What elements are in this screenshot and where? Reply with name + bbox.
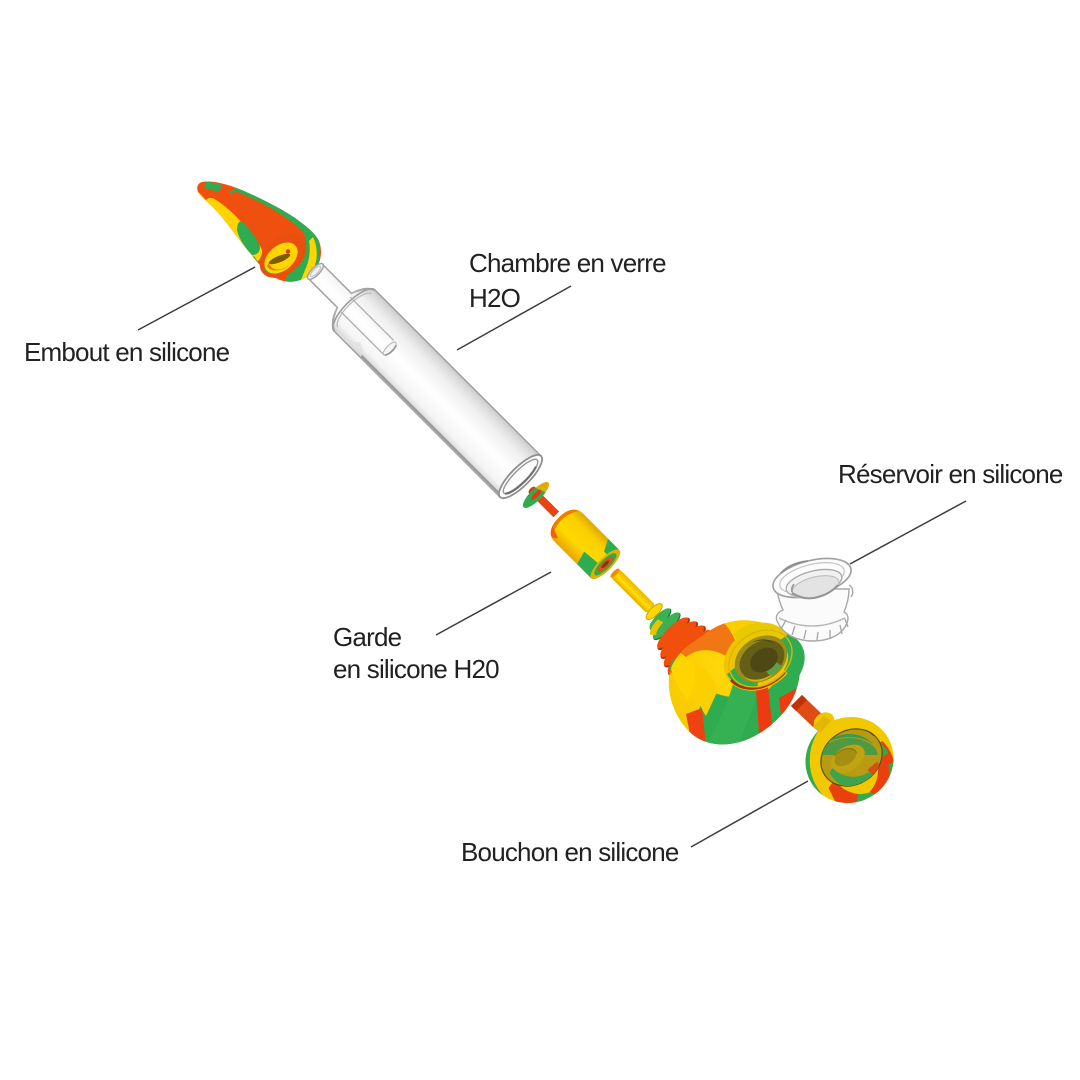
svg-text:Garde: Garde <box>333 622 402 652</box>
svg-text:Embout en silicone: Embout en silicone <box>24 337 230 367</box>
svg-text:Chambre en verre: Chambre en verre <box>469 248 666 278</box>
svg-text:en silicone H20: en silicone H20 <box>333 654 499 684</box>
svg-text:Réservoir en silicone: Réservoir en silicone <box>838 459 1063 489</box>
svg-text:H2O: H2O <box>469 283 520 313</box>
svg-text:Bouchon en silicone: Bouchon en silicone <box>461 837 679 867</box>
